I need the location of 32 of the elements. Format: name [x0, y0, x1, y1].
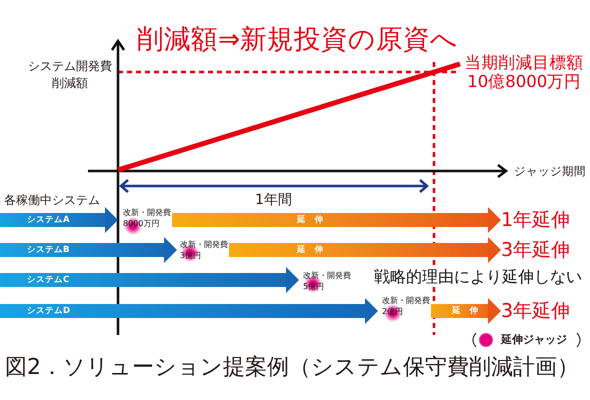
block-arrow	[229, 237, 501, 263]
period-label: 1年間	[255, 192, 292, 208]
outcome-label: 3年延伸	[501, 238, 570, 262]
section-label: 各稼働中システム	[4, 192, 100, 208]
cost-label: 改新・開発費	[382, 295, 430, 306]
edge-label: システムC	[27, 274, 70, 286]
block-arrow	[0, 298, 378, 324]
block-arrow	[0, 207, 118, 233]
caption: 図2．ソリューション提案例（システム保守費削減計画）	[5, 354, 579, 382]
edge-label: 延伸	[297, 244, 332, 256]
axis-label: システム開発費削減額	[26, 58, 113, 92]
cost-label: 改新・開発費	[303, 270, 351, 281]
cost-amount: 3億円	[180, 250, 202, 261]
edge-label: システムB	[27, 244, 70, 256]
cost-amount: 5億円	[303, 281, 324, 292]
edge-label: 延伸	[297, 214, 332, 226]
block-arrow	[172, 207, 501, 233]
block-arrow	[0, 237, 177, 263]
cost-label: 改新・開発費	[123, 207, 171, 218]
cost-label: 改新・開発費	[180, 239, 228, 250]
edge-label: システムD	[27, 305, 70, 317]
block-arrow	[0, 267, 299, 293]
title: 削減額⇒新規投資の原資へ	[137, 24, 458, 56]
legend-label: 延伸ジャッジ	[501, 333, 567, 347]
edge-label: システムA	[27, 214, 70, 226]
block-arrow	[431, 298, 501, 324]
edge-label: 延伸	[452, 305, 487, 317]
axis-label: ジャッジ期間	[514, 163, 586, 179]
outcome-label: 1年延伸	[501, 208, 570, 232]
target-label: 当期削減目標額10億8000万円	[464, 53, 584, 91]
note: 戦略的理由により延伸しない	[374, 267, 582, 287]
outcome-label: 3年延伸	[501, 299, 570, 323]
